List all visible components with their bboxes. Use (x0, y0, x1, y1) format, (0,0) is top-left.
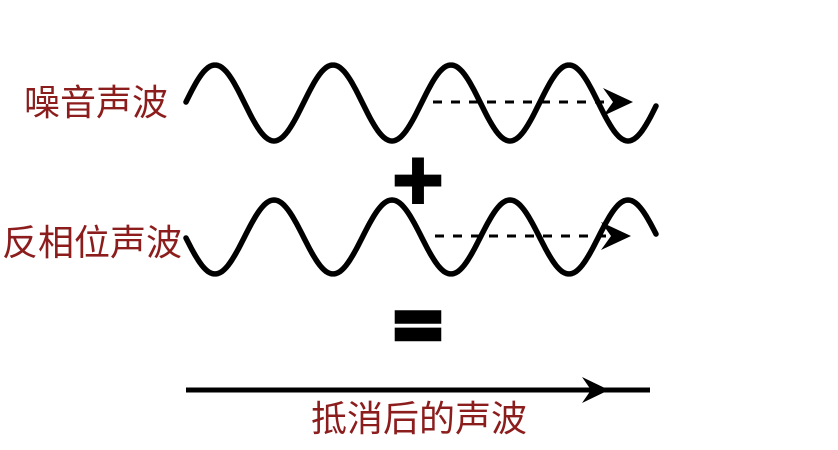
equals-operator: = (388, 276, 449, 371)
noise-wave-label: 噪音声波 (24, 83, 169, 123)
antiphase-wave (183, 197, 659, 277)
antiphase-wave-label: 反相位声波 (2, 223, 183, 263)
antiphase-direction-arrow-head (601, 222, 631, 250)
noise-wave (183, 62, 659, 144)
noise-direction-arrow-head (603, 88, 633, 116)
cancelled-wave-arrow-head (582, 377, 609, 403)
plus-operator: + (388, 138, 449, 221)
cancelled-wave-label: 抵消后的声波 (311, 399, 528, 439)
